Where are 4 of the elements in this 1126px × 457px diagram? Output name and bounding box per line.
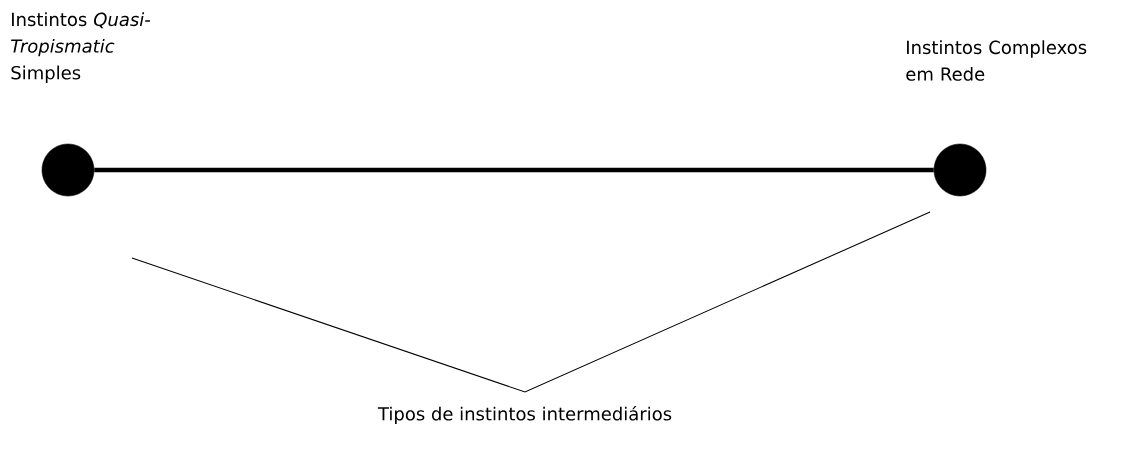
label: Tipos de instintos intermediários xyxy=(377,405,672,425)
node-label: Instintos Complexos em Rede xyxy=(906,40,1087,81)
line xyxy=(94,167,934,173)
node-label: Instintos Quasi-Tropismatic Simples xyxy=(11,12,151,83)
